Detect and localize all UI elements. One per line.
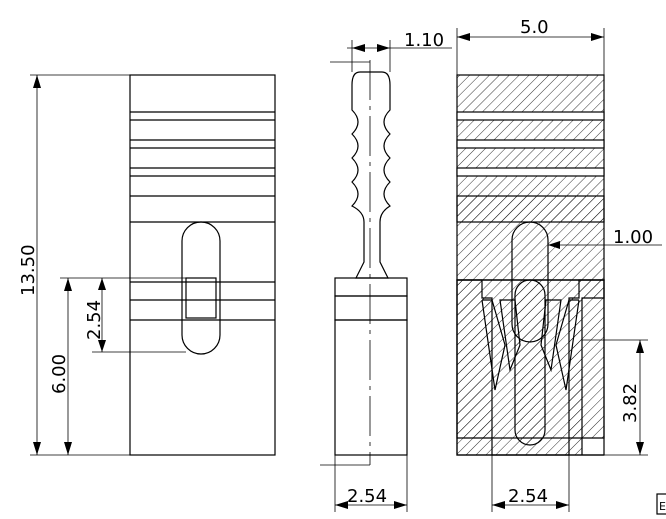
- dim-pin-window: 2.54: [84, 300, 105, 340]
- section-view: [456, 74, 605, 456]
- slot-window: [181, 221, 221, 355]
- dim-base-height: 6.00: [49, 354, 70, 394]
- section-dimensions: [456, 28, 662, 512]
- side-view: [320, 60, 408, 466]
- corner-label: E: [659, 500, 666, 513]
- dim-side-pitch: 2.54: [347, 486, 387, 507]
- title-block-corner: [656, 493, 666, 515]
- dim-section-pitch: 2.54: [508, 486, 548, 507]
- front-view: [129, 74, 276, 456]
- front-dimensions: [30, 74, 186, 456]
- contact-pin: [514, 279, 546, 446]
- dim-hole-width: 1.00: [613, 227, 653, 248]
- dim-body-width: 5.0: [520, 17, 549, 38]
- dim-overall-height: 13.50: [18, 244, 39, 296]
- dim-pin-width: 1.10: [404, 30, 444, 51]
- side-dimensions: [334, 40, 452, 512]
- dim-contact-depth: 3.82: [620, 383, 641, 423]
